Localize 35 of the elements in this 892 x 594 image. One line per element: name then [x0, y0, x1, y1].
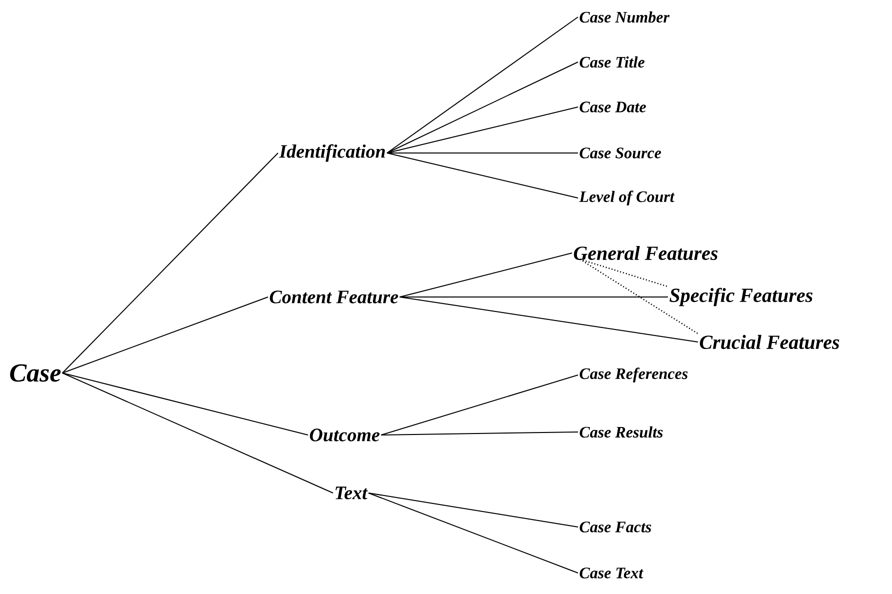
connector-line: [368, 492, 578, 574]
connector-line: [368, 492, 578, 528]
tree-label: Identification: [279, 144, 385, 162]
connector-line: [62, 372, 308, 436]
connector-line: [380, 374, 578, 436]
tree-label: Specific Features: [670, 288, 812, 306]
connector-line: [386, 152, 578, 154]
connector-line: [399, 296, 668, 298]
tree-label: Case Text: [580, 568, 644, 578]
connector-line: [62, 372, 334, 494]
tree-label: Crucial Features: [700, 334, 840, 350]
tree-label: Text: [336, 486, 368, 500]
tree-label: Case Date: [580, 102, 646, 112]
connector-line: [580, 258, 698, 334]
tree-label: Case Results: [580, 426, 663, 438]
connector-line: [380, 432, 578, 436]
connector-line: [62, 296, 268, 374]
tree-label: Case Facts: [580, 522, 652, 532]
tree-label: Case Number: [580, 11, 670, 23]
tree-label: Case References: [580, 368, 688, 382]
connector-line: [62, 152, 278, 374]
tree-label: Outcome: [310, 428, 380, 442]
connector-line: [399, 252, 572, 298]
tree-label: Case: [10, 364, 61, 382]
tree-label: Content Feature: [270, 290, 398, 304]
connector-line: [386, 62, 578, 154]
connector-line: [386, 16, 578, 154]
connector-line: [580, 258, 668, 288]
connector-line: [386, 152, 578, 198]
tree-label: Case Title: [580, 56, 644, 68]
tree-label: Level of Court: [579, 190, 675, 206]
connector-line: [399, 296, 698, 342]
connector-line: [386, 106, 578, 154]
tree-label: General Features: [574, 246, 718, 260]
tree-label: Case Source: [580, 148, 662, 158]
